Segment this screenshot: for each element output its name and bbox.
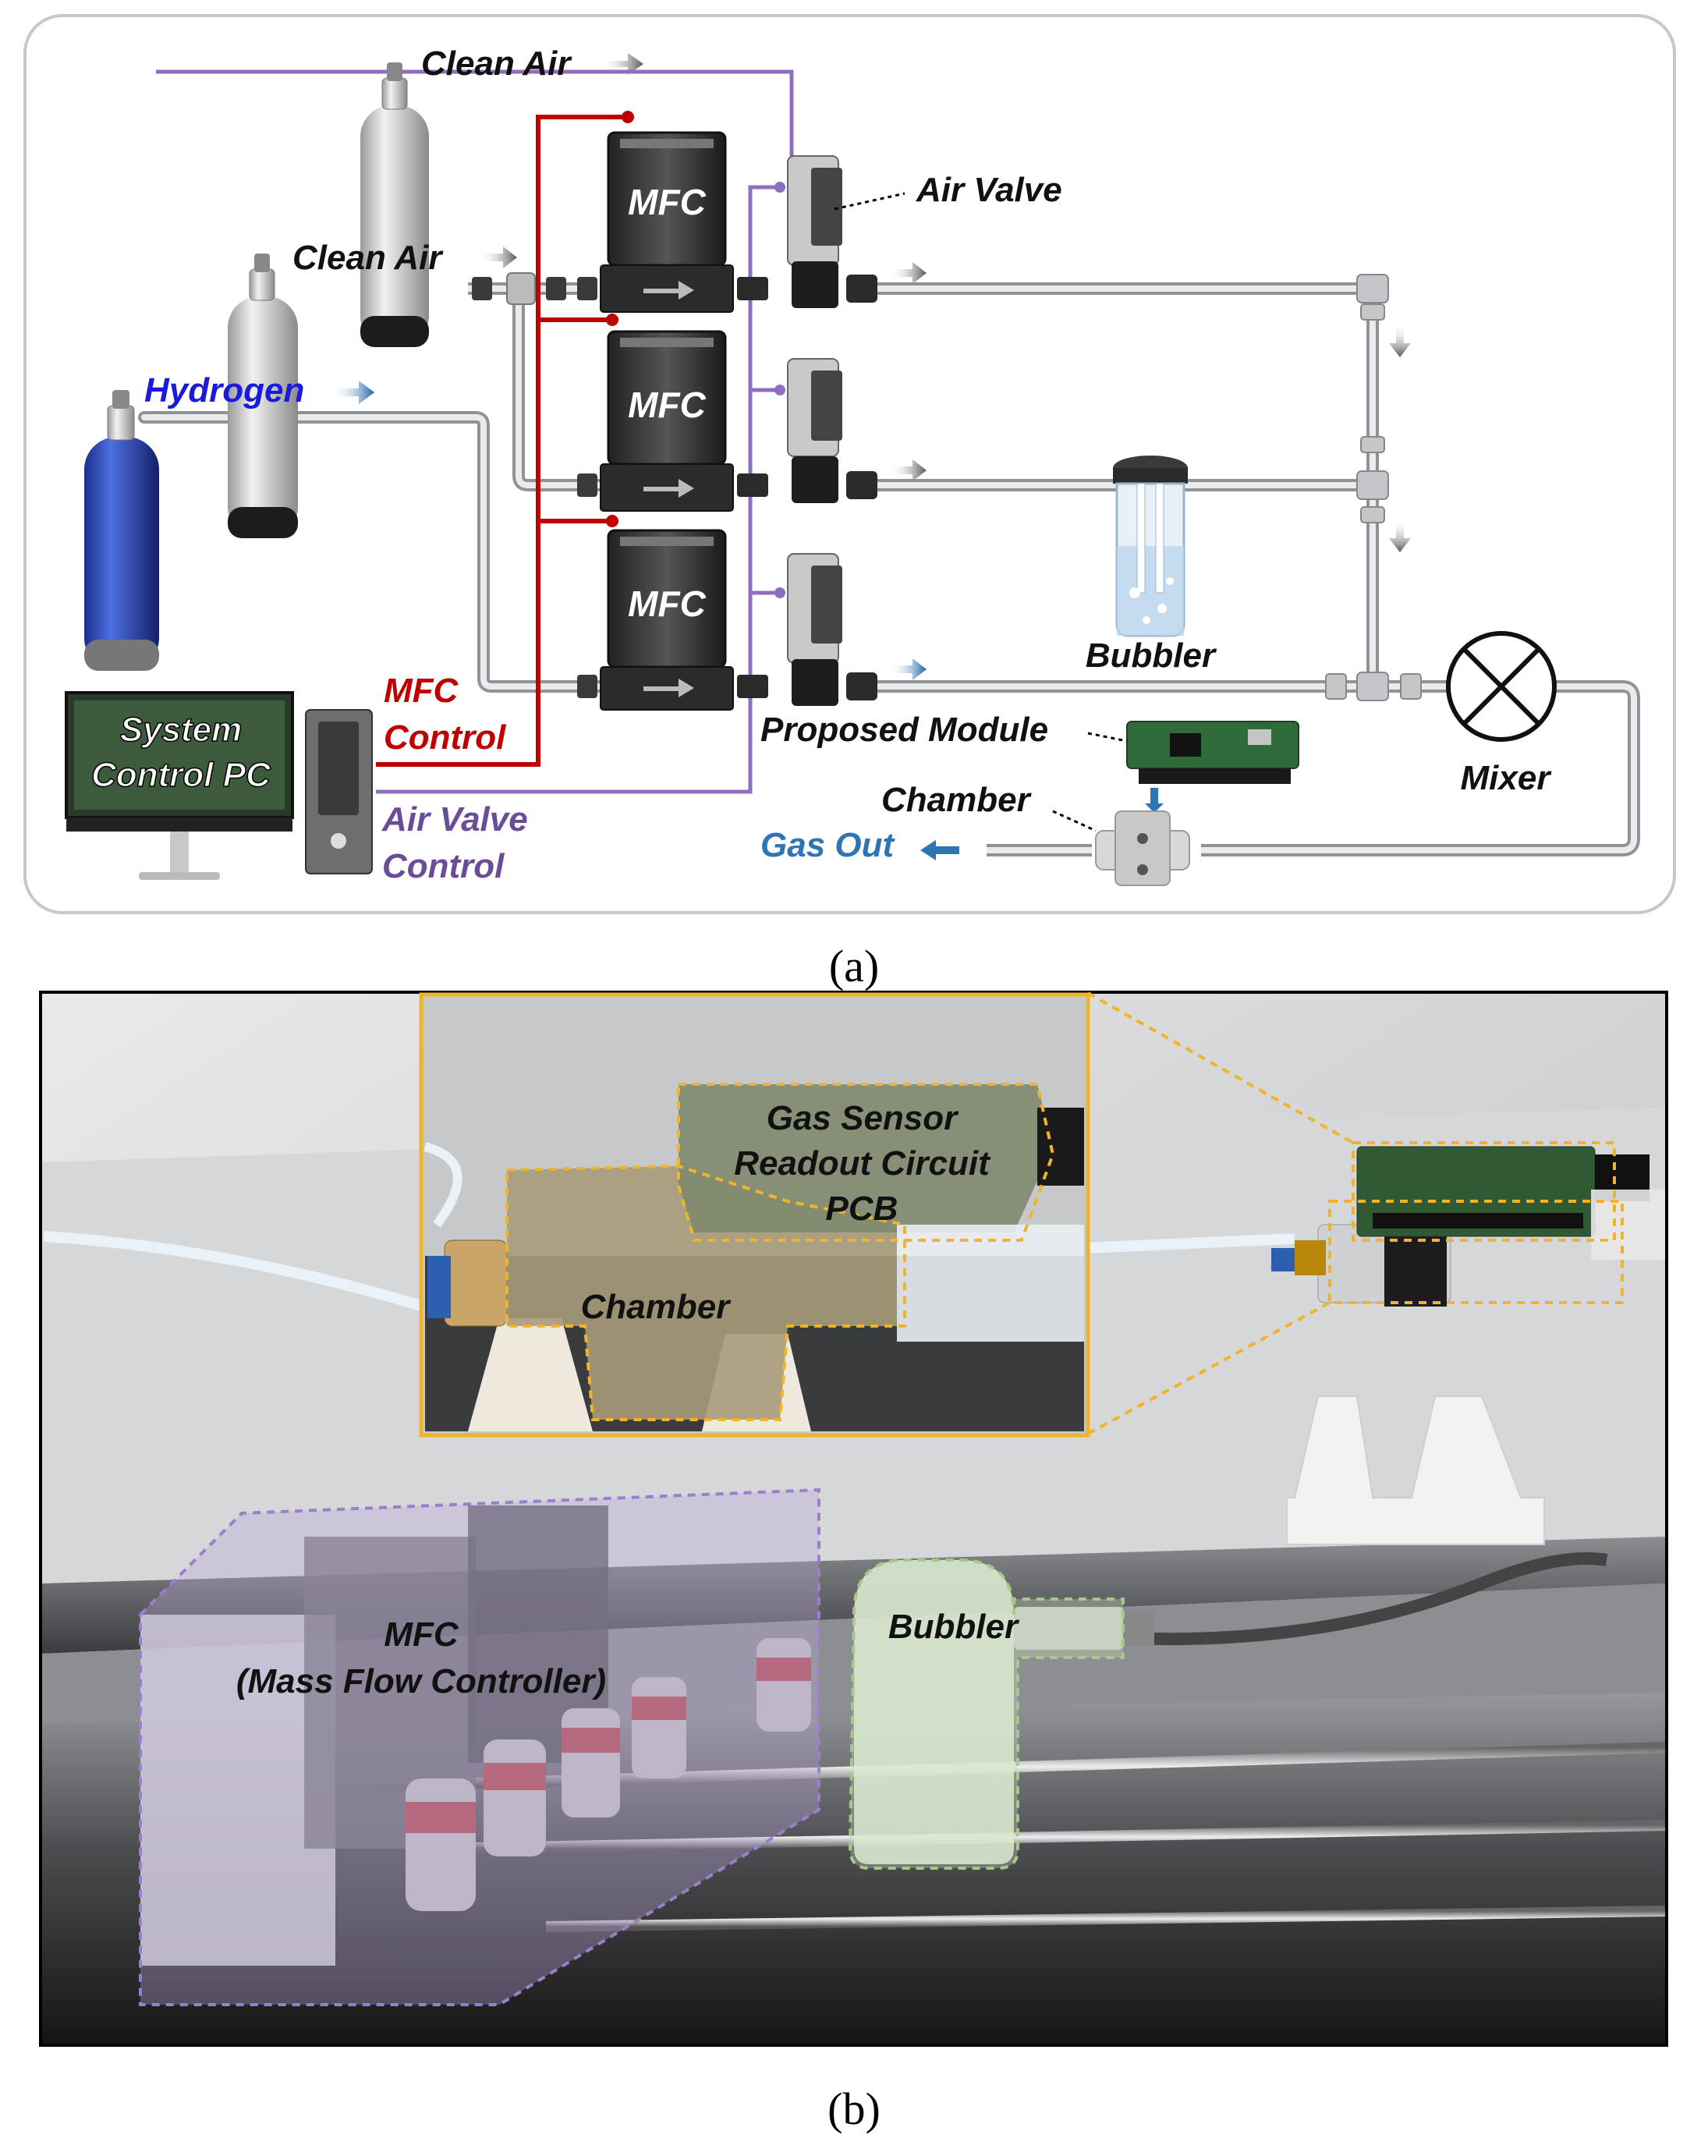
mfc-control-dots — [606, 111, 634, 527]
label-bubbler: Bubbler — [1086, 637, 1217, 675]
mfc-label-2: MFC — [628, 385, 706, 425]
clean-air-cylinder-mid — [228, 254, 298, 538]
callout-chamber-right — [1328, 1200, 1624, 1304]
caption-b: (b) — [827, 2083, 881, 2134]
bubbler-icon — [1113, 456, 1188, 637]
label-chamber: Chamber — [881, 781, 1033, 819]
callout-pcb-zoom — [677, 1083, 1055, 1242]
mfc-unit-3 — [600, 529, 734, 711]
air-valve-2 — [787, 358, 842, 503]
label-gas-sensor-3: PCB — [826, 1190, 898, 1228]
label-chamber-b: Chamber — [581, 1288, 732, 1326]
label-mfc-control-2: Control — [384, 718, 506, 757]
region-mfc — [139, 1488, 820, 2006]
region-bubbler — [848, 1558, 1125, 1870]
label-mfc-b-1: MFC — [384, 1615, 459, 1654]
label-mfc-b-2: (Mass Flow Controller) — [236, 1662, 606, 1700]
callout-pcb-right — [1352, 1141, 1616, 1242]
air-valve-3 — [787, 553, 842, 706]
panel-b-photo: Gas Sensor Readout Circuit PCB Chamber M… — [39, 991, 1668, 2047]
proposed-module-leader — [1087, 732, 1128, 743]
label-clean-air-top: Clean Air — [421, 44, 572, 83]
chamber-leader — [1052, 810, 1097, 832]
label-system-pc-1: System — [120, 711, 243, 749]
label-mfc-control-1: MFC — [384, 672, 459, 710]
mfc-label-3: MFC — [628, 583, 706, 624]
label-hydrogen: Hydrogen — [144, 371, 304, 410]
photo-bubbler — [854, 1560, 1154, 1864]
caption-a: (a) — [828, 941, 880, 991]
air-valve-control-dots — [774, 182, 785, 598]
mfc-label-1: MFC — [628, 182, 706, 222]
chamber-icon — [1095, 810, 1190, 886]
system-control-pc — [65, 691, 373, 880]
mfc-unit-2 — [600, 330, 734, 512]
pipe-fittings — [472, 272, 1422, 701]
callout-chamber-zoom — [505, 1164, 906, 1421]
label-gas-sensor-1: Gas Sensor — [767, 1099, 959, 1137]
hydrogen-cylinder — [84, 390, 159, 671]
mfc-unit-1 — [600, 131, 734, 313]
photo-mfc-cluster — [140, 1505, 811, 1966]
clean-air-cylinder-top — [360, 62, 429, 347]
label-proposed-module: Proposed Module — [760, 711, 1048, 749]
zoom-inset — [419, 992, 1090, 1438]
label-system-pc-2: Control PC — [91, 756, 271, 794]
label-air-valve: Air Valve — [916, 171, 1062, 209]
mixer-icon — [1446, 631, 1557, 742]
label-gas-out: Gas Out — [760, 826, 895, 864]
proposed-module-pcb — [1126, 721, 1299, 813]
label-air-valve-control-2: Control — [382, 847, 505, 885]
label-gas-sensor-2: Readout Circuit — [734, 1144, 991, 1183]
label-clean-air-mid: Clean Air — [292, 239, 444, 277]
label-air-valve-control-1: Air Valve — [381, 800, 528, 839]
label-mixer: Mixer — [1461, 759, 1553, 797]
air-valve-1 — [787, 155, 842, 308]
label-bubbler-b: Bubbler — [888, 1608, 1020, 1646]
mfc-control-wires — [376, 115, 628, 767]
panel-a-diagram: MFC MFC MFC — [23, 14, 1676, 914]
flow-arrows — [331, 53, 1411, 860]
